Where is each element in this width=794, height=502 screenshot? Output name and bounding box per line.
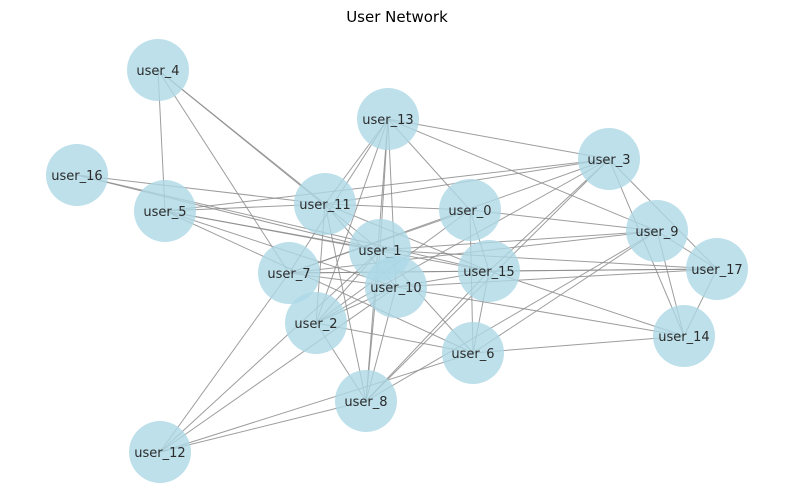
node-label: user_4	[136, 64, 179, 79]
node-user_14: user_14	[653, 305, 715, 367]
node-user_4: user_4	[127, 39, 189, 101]
node-label: user_14	[658, 330, 709, 345]
node-user_6: user_6	[442, 322, 504, 384]
edge-user_11-user_8	[324, 203, 367, 402]
node-circle	[686, 238, 748, 300]
edge-user_13-user_2	[315, 118, 389, 324]
node-user_10: user_10	[365, 256, 427, 318]
node-circle	[129, 421, 191, 483]
node-circle	[626, 200, 688, 262]
edge-user_3-user_2	[315, 158, 610, 324]
node-user_7: user_7	[258, 242, 320, 304]
node-user_13: user_13	[357, 88, 419, 150]
edge-user_6-user_12	[159, 352, 474, 453]
node-circle	[442, 322, 504, 384]
edge-user_10-user_14	[395, 286, 685, 337]
edge-user_13-user_3	[387, 118, 610, 160]
node-label: user_8	[344, 395, 387, 410]
edge-user_15-user_14	[488, 270, 685, 337]
chart-title: User Network	[346, 8, 448, 26]
node-label: user_1	[358, 244, 401, 259]
edge-user_7-user_12	[159, 272, 290, 453]
edge-user_9-user_6	[472, 230, 658, 354]
edge-user_14-user_6	[472, 335, 685, 354]
node-label: user_15	[463, 265, 514, 280]
node-user_3: user_3	[578, 128, 640, 190]
edge-user_16-user_11	[76, 174, 326, 205]
node-label: user_2	[294, 317, 337, 332]
edge-user_10-user_12	[159, 286, 397, 453]
node-label: user_16	[51, 169, 102, 184]
edge-user_15-user_17	[488, 268, 718, 272]
node-label: user_5	[143, 205, 186, 220]
node-circle	[294, 173, 356, 235]
node-label: user_6	[451, 347, 494, 362]
node-circle	[127, 39, 189, 101]
node-circle	[458, 240, 520, 302]
edge-user_5-user_15	[164, 210, 490, 272]
node-user_16: user_16	[46, 144, 108, 206]
node-user_15: user_15	[458, 240, 520, 302]
node-user_17: user_17	[686, 238, 748, 300]
edge-user_9-user_8	[365, 230, 658, 402]
node-user_0: user_0	[439, 179, 501, 241]
node-circle	[134, 180, 196, 242]
node-label: user_17	[691, 263, 742, 278]
node-user_2: user_2	[285, 292, 347, 354]
node-circle	[653, 305, 715, 367]
edge-user_5-user_3	[164, 158, 610, 212]
edge-user_4-user_7	[157, 69, 290, 274]
edge-user_13-user_9	[387, 118, 658, 232]
node-label: user_7	[267, 267, 310, 282]
node-user_8: user_8	[335, 370, 397, 432]
node-label: user_10	[370, 281, 421, 296]
node-circle	[46, 144, 108, 206]
node-circle	[439, 179, 501, 241]
edge-user_16-user_1	[76, 174, 381, 251]
node-label: user_13	[362, 113, 413, 128]
node-user_5: user_5	[134, 180, 196, 242]
edge-user_1-user_17	[379, 249, 718, 270]
node-layer: user_0user_1user_2user_3user_4user_5user…	[46, 39, 748, 483]
node-label: user_12	[134, 446, 185, 461]
edge-user_1-user_12	[159, 249, 381, 453]
node-user_11: user_11	[294, 173, 356, 235]
node-label: user_3	[587, 153, 630, 168]
node-circle	[365, 256, 427, 318]
node-circle	[258, 242, 320, 304]
node-circle	[357, 88, 419, 150]
node-label: user_11	[299, 198, 350, 213]
edge-user_0-user_9	[469, 209, 658, 232]
edge-user_9-user_1	[379, 230, 658, 251]
node-circle	[285, 292, 347, 354]
node-label: user_0	[448, 204, 491, 219]
node-label: user_9	[635, 225, 678, 240]
node-circle	[335, 370, 397, 432]
edge-user_10-user_17	[395, 268, 718, 288]
node-circle	[578, 128, 640, 190]
node-user_9: user_9	[626, 200, 688, 262]
node-user_12: user_12	[129, 421, 191, 483]
edge-user_8-user_12	[159, 400, 367, 453]
